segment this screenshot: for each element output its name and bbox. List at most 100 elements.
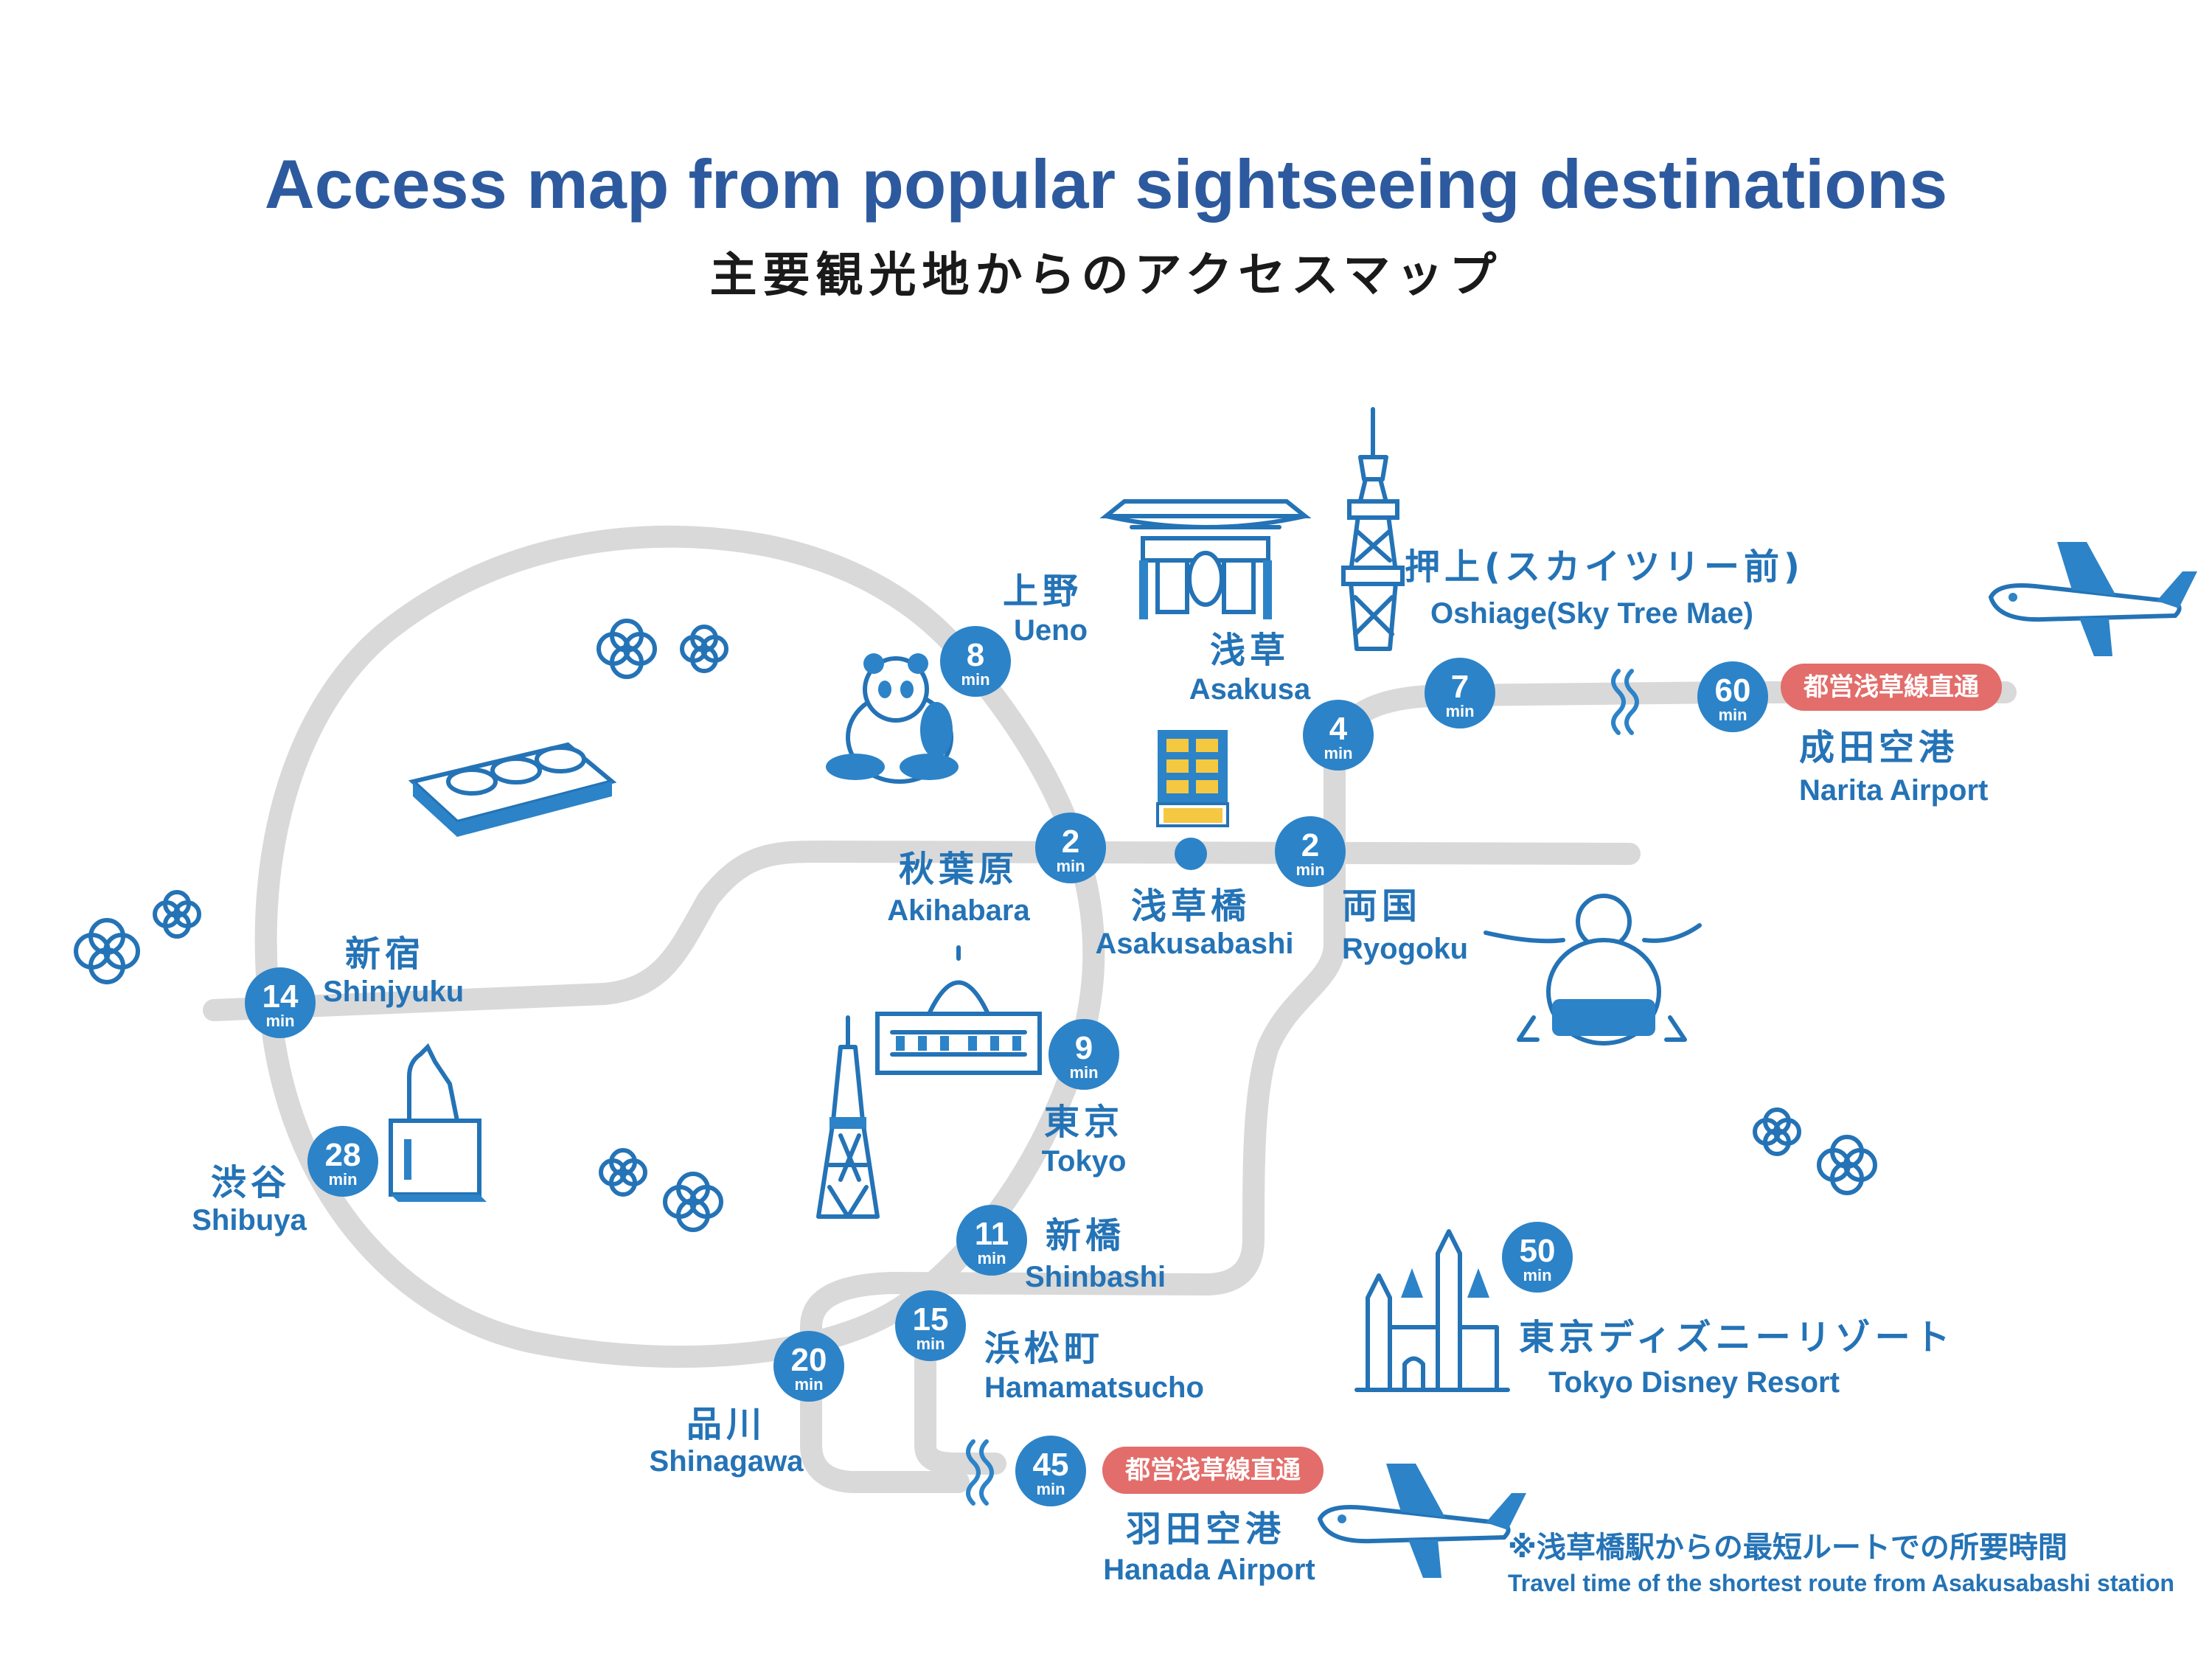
label-narita: 成田空港 Narita Airport (1799, 727, 1988, 807)
hachiko-statue-icon (389, 1043, 487, 1202)
castle-icon (1354, 1229, 1510, 1392)
badge-unit: min (794, 1375, 823, 1394)
tokyo-tower-icon (816, 1015, 880, 1219)
station-name-ja: 東京ディズニーリゾート (1519, 1317, 1955, 1358)
sushi-icon (408, 742, 617, 837)
hotel-building-icon (1156, 730, 1229, 827)
station-name-en: Tokyo Disney Resort (1548, 1366, 1840, 1399)
kaminarimon-gate-icon (1099, 499, 1312, 619)
airplane-icon (1317, 1464, 1526, 1578)
break-marks (966, 669, 1639, 1506)
label-tokyo: 東京 Tokyo (1042, 1102, 1127, 1178)
station-name-en: Shibuya (192, 1204, 307, 1237)
station-name-en: Shinagawa (650, 1445, 804, 1478)
asakusabashi-station-dot (1175, 838, 1207, 870)
badge-number: 60 (1715, 672, 1751, 709)
station-name-ja: 浅草 (1210, 630, 1290, 671)
station-name-en: Hanada Airport (1103, 1554, 1315, 1586)
badge-unit: min (328, 1170, 357, 1189)
station-name-en: Oshiage(Sky Tree Mae) (1430, 597, 1753, 630)
footnote-ja: ※浅草橋駅からの最短ルートでの所要時間 (1508, 1531, 2067, 1565)
station-name-ja: 羽田空港 (1126, 1509, 1285, 1550)
badge-number: 2 (1062, 824, 1079, 860)
squiggle-4 (979, 1439, 994, 1506)
badge-unit: min (1295, 860, 1324, 879)
station-name-ja: 秋葉原 (899, 849, 1018, 890)
squiggle-1 (1611, 669, 1626, 735)
station-name-ja: 新橋 (1046, 1215, 1125, 1256)
station-name-en: Asakusa (1189, 673, 1311, 706)
station-name-en: Ryogoku (1342, 933, 1468, 965)
narita-direct-pill: 都営浅草線直通 (1781, 664, 2002, 711)
badge-unit: min (916, 1335, 945, 1353)
chuo-sobu-line (203, 841, 1641, 1021)
badge-unit: min (977, 1249, 1006, 1267)
station-name-ja: 品川 (686, 1404, 766, 1445)
station-name-ja: 東京 (1044, 1102, 1124, 1143)
tokyo-station-icon (875, 945, 1042, 1075)
badge-number: 45 (1033, 1447, 1069, 1483)
badge-unit: min (1324, 744, 1352, 762)
label-akihabara: 秋葉原 Akihabara (887, 849, 1030, 927)
station-name-ja: 浜松町 (984, 1328, 1104, 1369)
badge-number: 7 (1451, 669, 1469, 705)
label-shinjuku: 新宿 Shinjyuku (323, 933, 464, 1008)
airplane-icon (1988, 542, 2197, 656)
badge-unit: min (1036, 1480, 1065, 1498)
footnote: ※浅草橋駅からの最短ルートでの所要時間 Travel time of the s… (1508, 1531, 2174, 1596)
label-haneda: 羽田空港 Hanada Airport (1103, 1509, 1315, 1586)
sumo-wrestler-icon (1484, 894, 1702, 1046)
label-ueno: 上野 Ueno (1003, 571, 1088, 647)
badge-unit: min (265, 1012, 294, 1030)
station-name-ja: 新宿 (345, 933, 425, 975)
badge-number: 50 (1520, 1233, 1556, 1269)
badge-number: 9 (1075, 1030, 1093, 1066)
monorail-line (914, 1327, 1006, 1475)
station-name-ja: 渋谷 (211, 1162, 291, 1203)
label-disney: 東京ディズニーリゾート Tokyo Disney Resort (1519, 1317, 1955, 1399)
label-ryogoku: 両国 Ryogoku (1342, 886, 1468, 965)
badge-unit: min (1718, 706, 1747, 724)
badge-number: 15 (913, 1301, 949, 1338)
badge-unit: min (1445, 702, 1474, 720)
station-name-en: Ueno (1014, 614, 1088, 647)
label-hamamatsucho: 浜松町 Hamamatsucho (984, 1328, 1204, 1404)
map-title: Access map from popular sightseeing dest… (265, 145, 1948, 223)
station-name-en: Hamamatsucho (984, 1371, 1204, 1404)
footnote-en: Travel time of the shortest route from A… (1508, 1570, 2174, 1596)
haneda-direct-pill: 都営浅草線直通 (1102, 1447, 1324, 1494)
badge-number: 8 (967, 637, 984, 673)
badge-number: 14 (262, 978, 299, 1015)
map-subtitle: 主要観光地からのアクセスマップ (710, 248, 1503, 303)
label-shinagawa: 品川 Shinagawa (650, 1404, 804, 1478)
station-name-ja: 浅草橋 (1131, 886, 1251, 927)
cherry-blossom-icon (74, 619, 1877, 1232)
station-name-en: Asakusabashi (1095, 928, 1293, 960)
label-oshiage: 押上(スカイツリー前) Oshiage(Sky Tree Mae) (1405, 546, 1800, 630)
station-name-en: Akihabara (887, 894, 1030, 927)
pill-label: 都営浅草線直通 (1803, 672, 1979, 702)
badge-unit: min (961, 670, 990, 689)
label-asakusabashi: 浅草橋 Asakusabashi (1095, 886, 1293, 960)
squiggle-3 (966, 1439, 981, 1506)
station-name-en: Shinbashi (1025, 1261, 1166, 1293)
badge-unit: min (1523, 1266, 1551, 1284)
squiggle-2 (1624, 669, 1639, 735)
badge-number: 2 (1301, 827, 1319, 863)
station-name-en: Shinjyuku (323, 975, 464, 1008)
label-shinbashi: 新橋 Shinbashi (1025, 1215, 1166, 1293)
badge-unit: min (1056, 857, 1085, 875)
badge-number: 4 (1329, 711, 1348, 747)
